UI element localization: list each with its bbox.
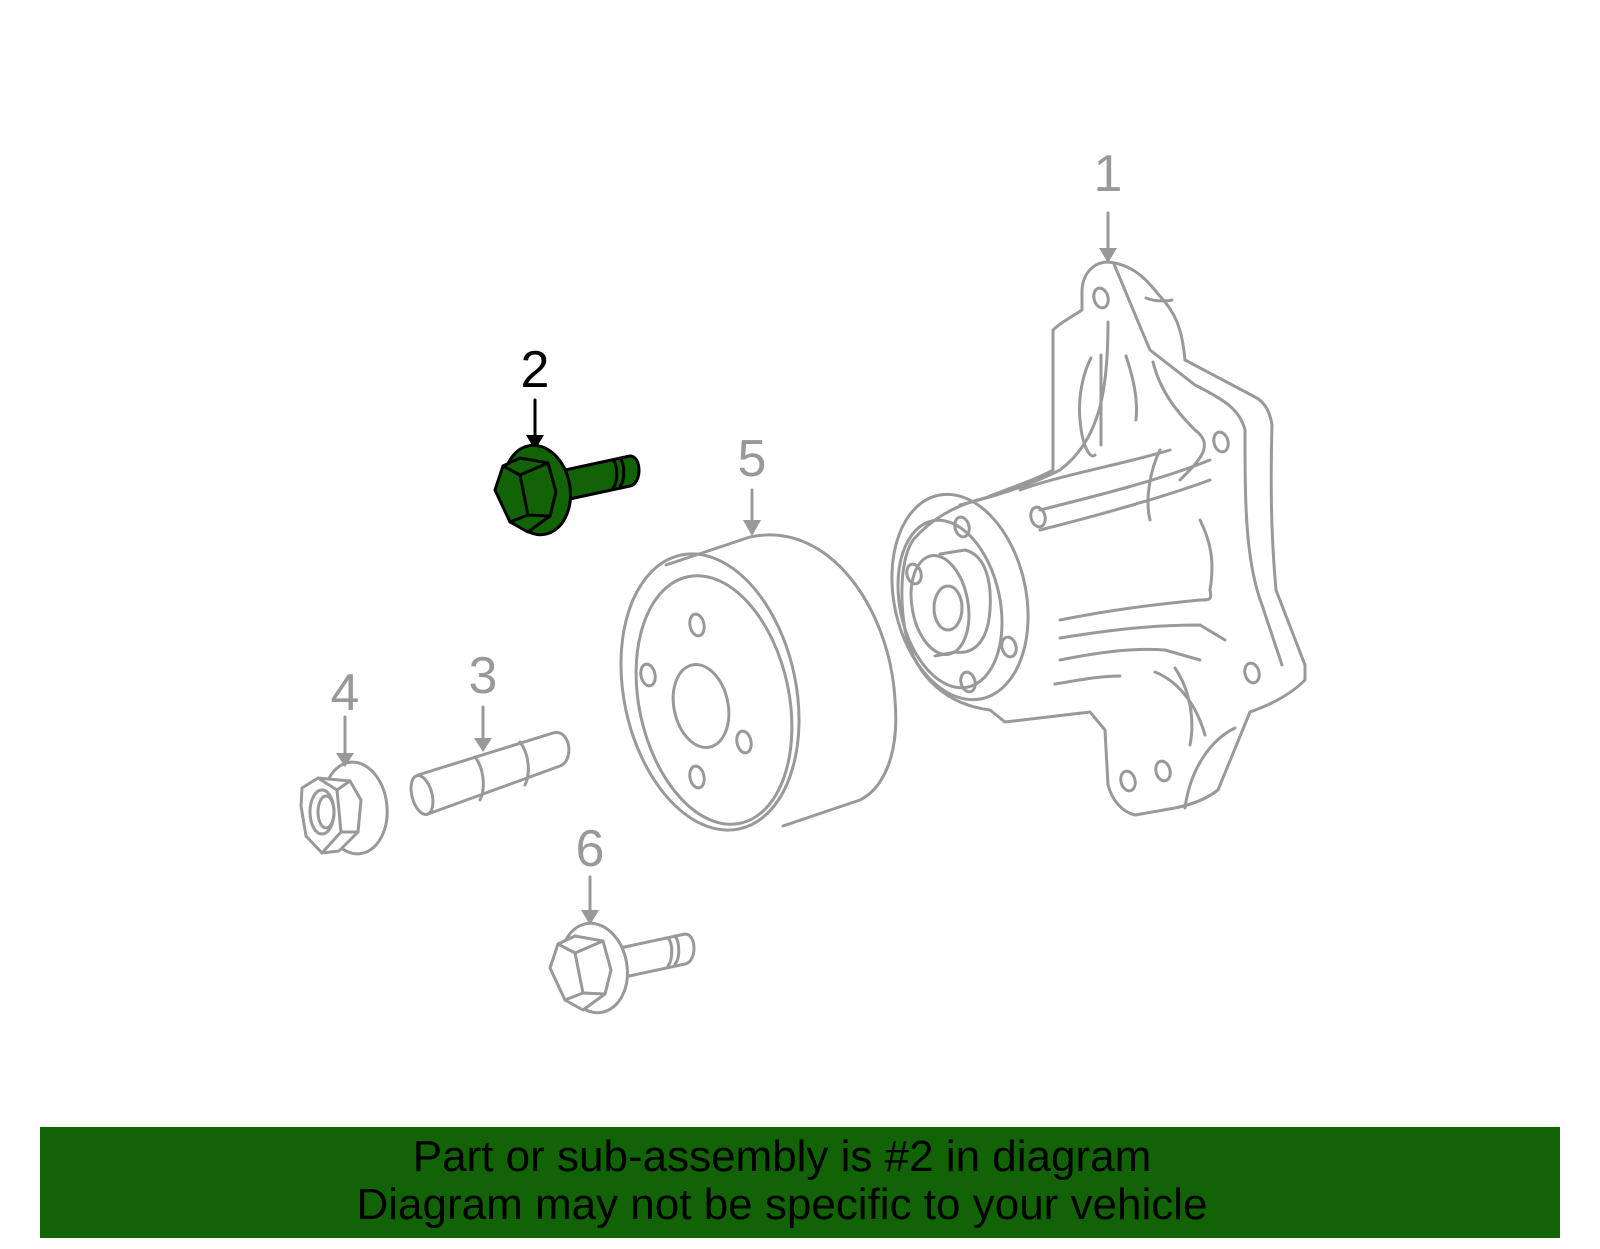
part-4-flange-nut[interactable] bbox=[299, 715, 392, 857]
part-1-water-pump[interactable] bbox=[874, 211, 1307, 817]
banner-part-note: Part or sub-assembly is #2 in diagram bbox=[412, 1132, 1152, 1181]
callout-1: 1 bbox=[1093, 145, 1123, 203]
part-2-bolt-highlighted[interactable] bbox=[493, 398, 641, 540]
part-3-stud[interactable] bbox=[407, 705, 571, 817]
callout-3: 3 bbox=[468, 647, 498, 705]
callout-5: 5 bbox=[737, 430, 767, 488]
info-banner: Part or sub-assembly is #2 in diagram Di… bbox=[40, 1127, 1560, 1238]
callout-2: 2 bbox=[520, 341, 550, 399]
part-5-pulley[interactable] bbox=[597, 488, 898, 847]
callout-4: 4 bbox=[330, 664, 360, 722]
part-6-bolt[interactable] bbox=[548, 875, 696, 1018]
callout-6: 6 bbox=[575, 820, 605, 878]
banner-disclaimer: Diagram may not be specific to your vehi… bbox=[356, 1180, 1208, 1229]
